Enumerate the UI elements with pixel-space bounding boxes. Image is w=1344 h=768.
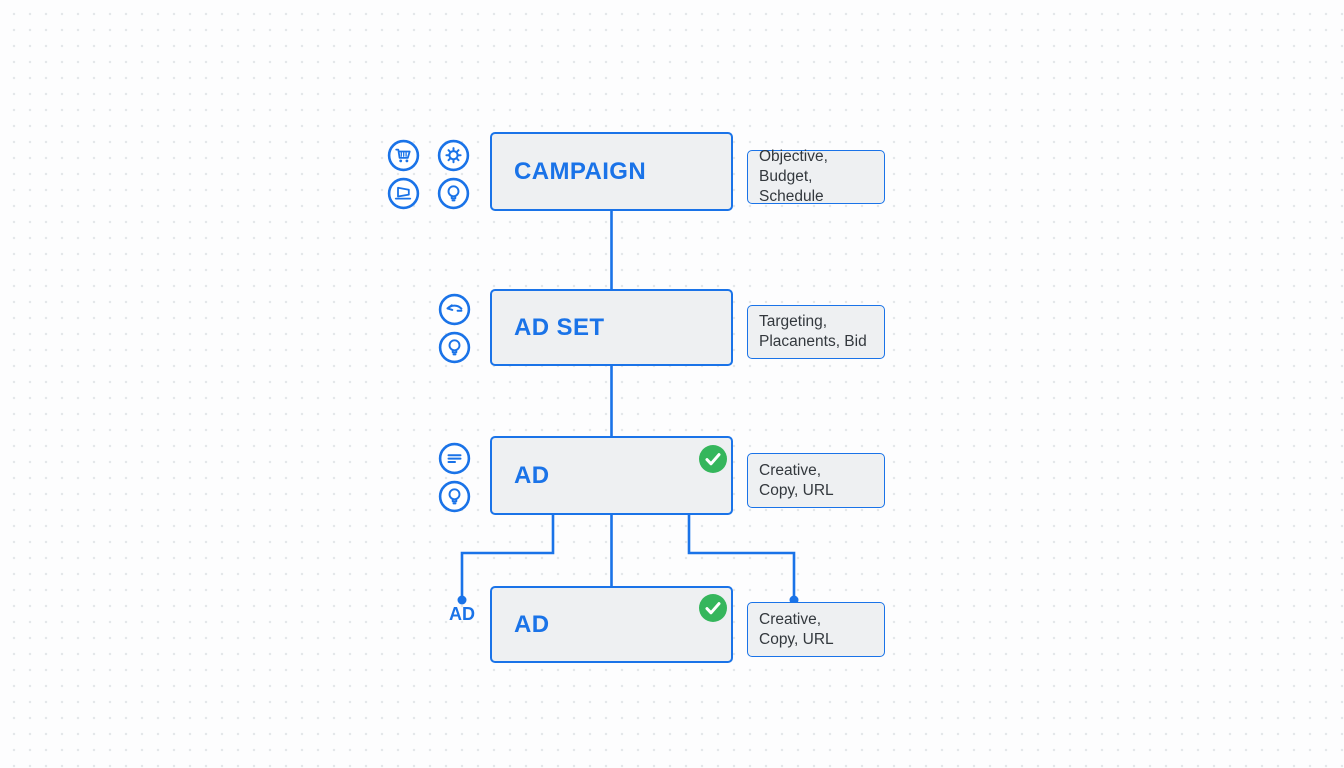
adset-attributes-text: Targeting, Placanents, Bid: [759, 313, 867, 350]
ad-node-1: AD: [490, 436, 733, 515]
ad1-attributes-box: Creative, Copy, URL: [747, 453, 885, 508]
lightbulb-icon: [438, 480, 471, 513]
campaign-node-title: CAMPAIGN: [514, 157, 647, 185]
campaign-attributes-box: Objective, Budget, Schedule: [747, 148, 885, 205]
branch-ad-label: AD: [449, 604, 475, 624]
ad-node-1-title: AD: [514, 461, 550, 489]
campaign-attributes-text: Objective, Budget, Schedule: [759, 148, 828, 205]
check-icon: [699, 594, 727, 622]
ad1-attributes-text: Creative, Copy, URL: [759, 461, 834, 499]
adset-node: AD SET: [490, 289, 733, 366]
adset-attributes-box: Targeting, Placanents, Bid: [747, 305, 885, 359]
ad2-attributes-text: Creative, Copy, URL: [759, 610, 834, 648]
flag-icon: [387, 177, 420, 210]
text-lines-icon: [438, 442, 471, 475]
check-icon: [699, 445, 727, 473]
ad2-attributes-box: Creative, Copy, URL: [747, 602, 885, 657]
cart-icon: [387, 139, 420, 172]
lightbulb-icon: [438, 331, 471, 364]
lightbulb-icon: [437, 177, 470, 210]
ad-node-2: AD: [490, 586, 733, 663]
campaign-node: CAMPAIGN: [490, 132, 733, 211]
adset-node-title: AD SET: [514, 313, 605, 341]
ad-node-2-title: AD: [514, 610, 550, 638]
reply-arrow-icon: [438, 293, 471, 326]
gear-icon: [437, 139, 470, 172]
